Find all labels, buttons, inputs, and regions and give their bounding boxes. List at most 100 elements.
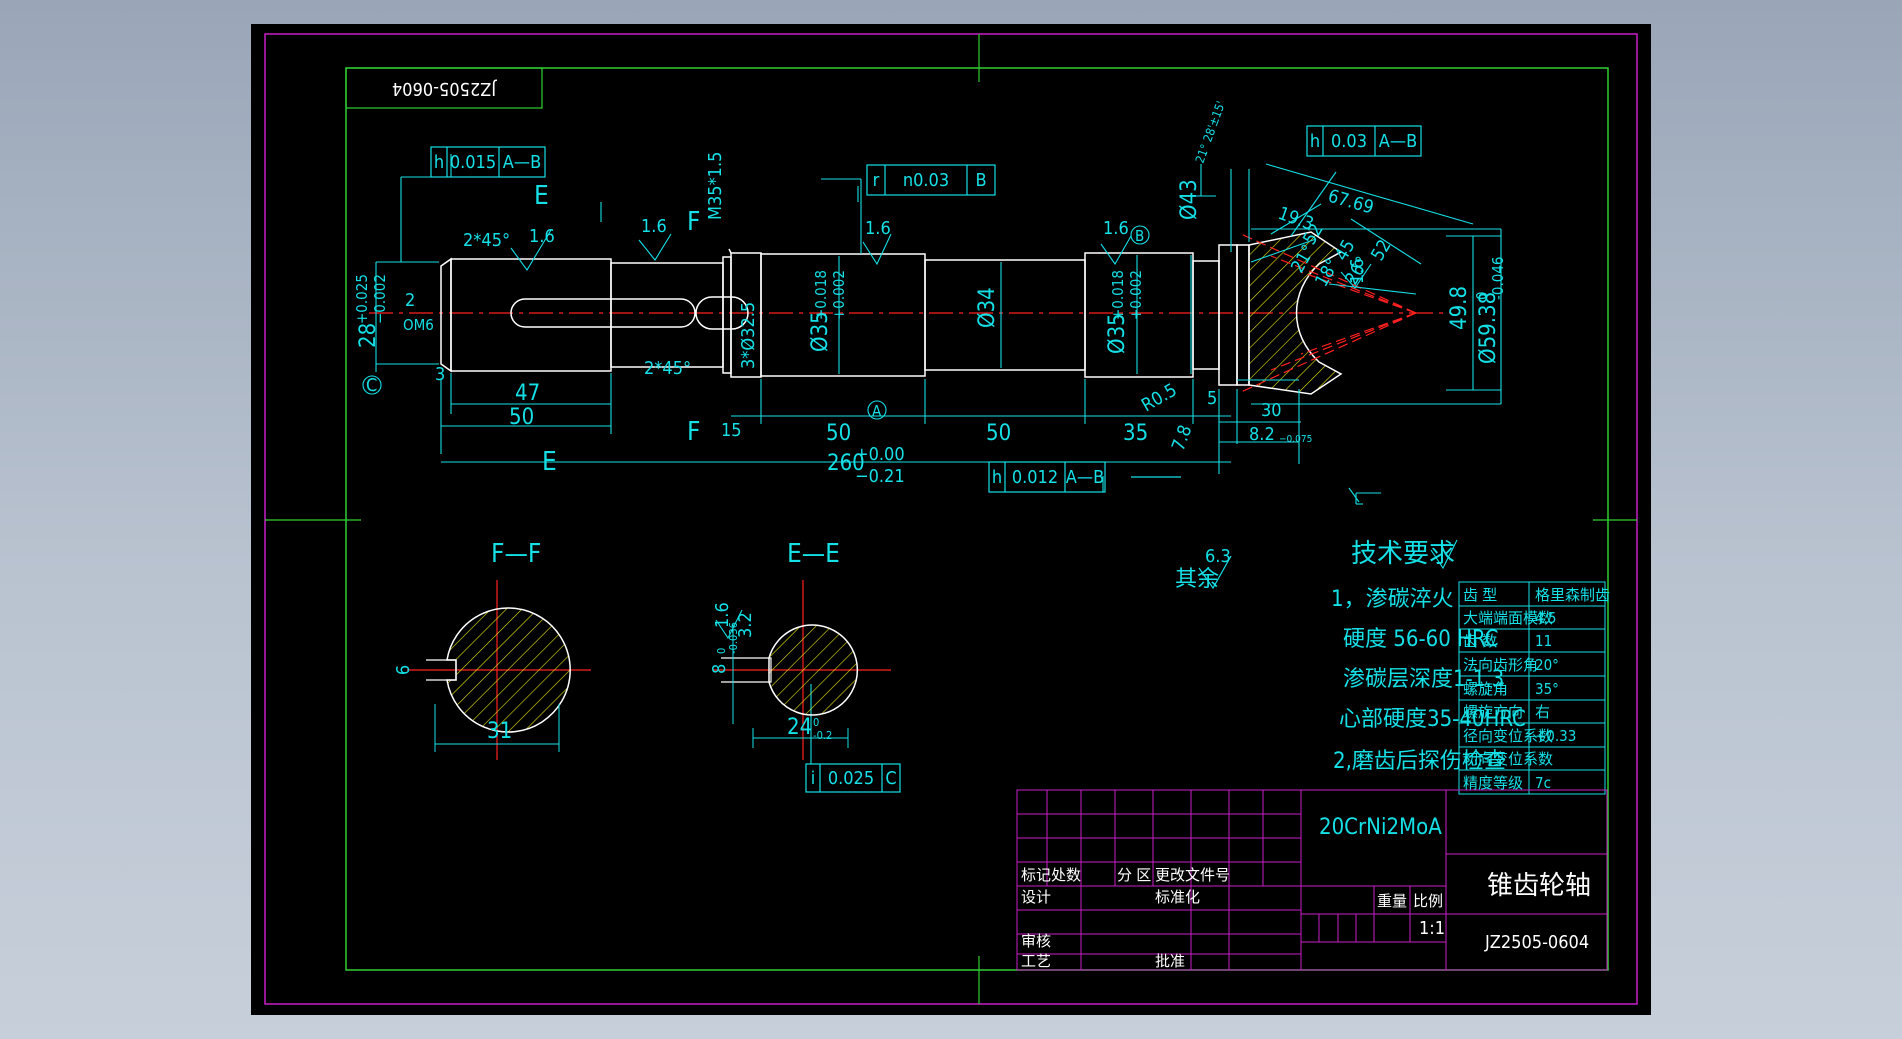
shaft-outline [440, 244, 1250, 386]
d35b-main: Ø35 [1105, 313, 1130, 354]
ff-dim-6: 6 [393, 665, 414, 675]
tol5-datum: C [885, 768, 896, 789]
gp-val-2: 11 [1535, 632, 1552, 650]
key-om6: OM6 [403, 316, 434, 334]
rough-1: 1.6 [529, 226, 555, 247]
len-260: 260 [827, 451, 865, 476]
datum-b: B [1135, 227, 1144, 245]
ee-dim-8: 8 [709, 664, 730, 674]
tech-title: 技术要求 [1351, 539, 1455, 569]
gp-name-6: 径向变位系数 [1463, 727, 1553, 745]
ee-dim-8-lower: -0.036 [727, 622, 740, 654]
len-47: 47 [515, 381, 540, 406]
d28-main: 28 [356, 323, 381, 348]
chamfer-mid: 2*45° [644, 358, 691, 379]
tb-shenhe: 审核 [1021, 932, 1051, 950]
tech-line-2: 硬度 56-60 HRC [1343, 627, 1498, 652]
tol4-val: 0.012 [1012, 467, 1058, 488]
d34: Ø34 [975, 287, 1000, 328]
gear-param-table [1458, 581, 1606, 795]
tol1-datum: A—B [503, 152, 541, 173]
groove-dim: 3*Ø32.5 [738, 302, 759, 369]
tb-fenqu: 分 区 [1117, 866, 1151, 884]
ee-dim-3-2: 3.2 [735, 612, 756, 638]
d28-lower: −0.002 [371, 274, 389, 324]
rough-3: 1.6 [865, 218, 891, 239]
tech-line-3: 渗碳层深度1-1.3 [1343, 667, 1504, 692]
gear-hatch [1248, 231, 1343, 395]
d35b-lower: +0.002 [1127, 270, 1145, 320]
section-e-top: E [534, 181, 549, 211]
section-f-bottom: F [687, 417, 700, 447]
len-67-69: 67.69 [1326, 186, 1376, 219]
section-f-top: F [687, 207, 700, 237]
part-code: JZ2505-0604 [1484, 932, 1589, 953]
tol-frame-2 [866, 164, 996, 196]
gp-val-8: 7c [1535, 774, 1551, 792]
tol2-sym: r [873, 170, 880, 191]
d59-upper: 0 [1473, 291, 1491, 300]
tb-bili: 比例 [1413, 892, 1443, 910]
svg-text:JZ2505-0604: JZ2505-0604 [392, 78, 497, 99]
tol4-sym: h [992, 467, 1002, 488]
len-35: 35 [1123, 421, 1148, 446]
title-block-grid [1016, 789, 1608, 971]
tb-pizhun: 批准 [1155, 952, 1185, 970]
tb-genggai: 更改文件号 [1155, 866, 1230, 884]
tech-line-1: 1，渗碳淬火 [1331, 587, 1454, 612]
section-ff-view [407, 580, 591, 760]
section-ff-title: F—F [491, 539, 541, 569]
len-50c: 50 [986, 421, 1011, 446]
gp-val-5: 右 [1535, 703, 1550, 721]
rough-4: 1.6 [1103, 218, 1129, 239]
gp-val-3: 20° [1535, 656, 1559, 674]
material: 20CrNi2MoA [1319, 815, 1442, 840]
gp-name-5: 螺旋方向 [1463, 703, 1523, 721]
ee-dim-24-upper: 0 [813, 716, 819, 729]
roughness-note-value: 6.3 [1205, 546, 1231, 567]
ee-dim-24-lower: -0.2 [813, 729, 832, 742]
ee-dim-8-upper: 0 [715, 648, 728, 654]
d49-8: 49.8 [1447, 286, 1472, 330]
r0-5: R0.5 [1138, 380, 1181, 417]
gp-name-7: 切向变位系数 [1463, 750, 1553, 768]
len-5: 5 [1207, 388, 1217, 409]
tb-biaozhunhua: 标准化 [1155, 888, 1200, 906]
tol1-sym: h [434, 152, 444, 173]
roughness-note-label: 其余 [1175, 567, 1219, 592]
inner-frame [345, 67, 1609, 971]
gp-val-4: 35° [1535, 680, 1559, 698]
tb-chushu: 处数 [1051, 866, 1081, 884]
datum-c: C [366, 375, 377, 396]
tol2-val: n0.03 [903, 170, 949, 191]
d59-lower: -0.046 [1489, 257, 1507, 301]
drawing-viewport[interactable]: JZ2505-0604 [251, 24, 1651, 1015]
gear-cone-lines [1240, 233, 1417, 393]
chamfer-left: 2*45° [463, 230, 510, 251]
len-260-lower: −0.21 [855, 466, 905, 487]
ee-dim-24: 24 [787, 715, 812, 740]
scale-value: 1:1 [1419, 918, 1445, 939]
d35a-lower: +0.002 [830, 270, 848, 320]
rough-5: 1.6 [1347, 258, 1368, 284]
tol-frame-4 [988, 461, 1181, 493]
tol3-val: 0.03 [1331, 131, 1367, 152]
len-260-upper: +0.00 [855, 444, 905, 465]
gp-name-2: 齿 数 [1463, 632, 1497, 650]
len-30: 30 [1261, 400, 1282, 421]
part-code-box: JZ2505-0604 [345, 67, 543, 109]
tb-zhongliang: 重量 [1377, 892, 1407, 910]
tol-frame-3 [1306, 125, 1422, 157]
tol5-val: 0.025 [828, 768, 874, 789]
tech-line-4: 心部硬度35-40HRC [1339, 707, 1526, 732]
datum-a: A [872, 402, 882, 420]
tol3-sym: h [1310, 131, 1320, 152]
d35a-main: Ø35 [808, 311, 833, 352]
gp-name-1: 大端端面模数 [1463, 609, 1553, 627]
len-15: 15 [721, 420, 742, 441]
gp-name-0: 齿 型 [1463, 586, 1497, 604]
len-50b: 50 [826, 421, 851, 446]
tol-frame-1 [430, 146, 546, 178]
tol4-datum: A—B [1066, 467, 1104, 488]
section-e-bottom: E [542, 447, 557, 477]
